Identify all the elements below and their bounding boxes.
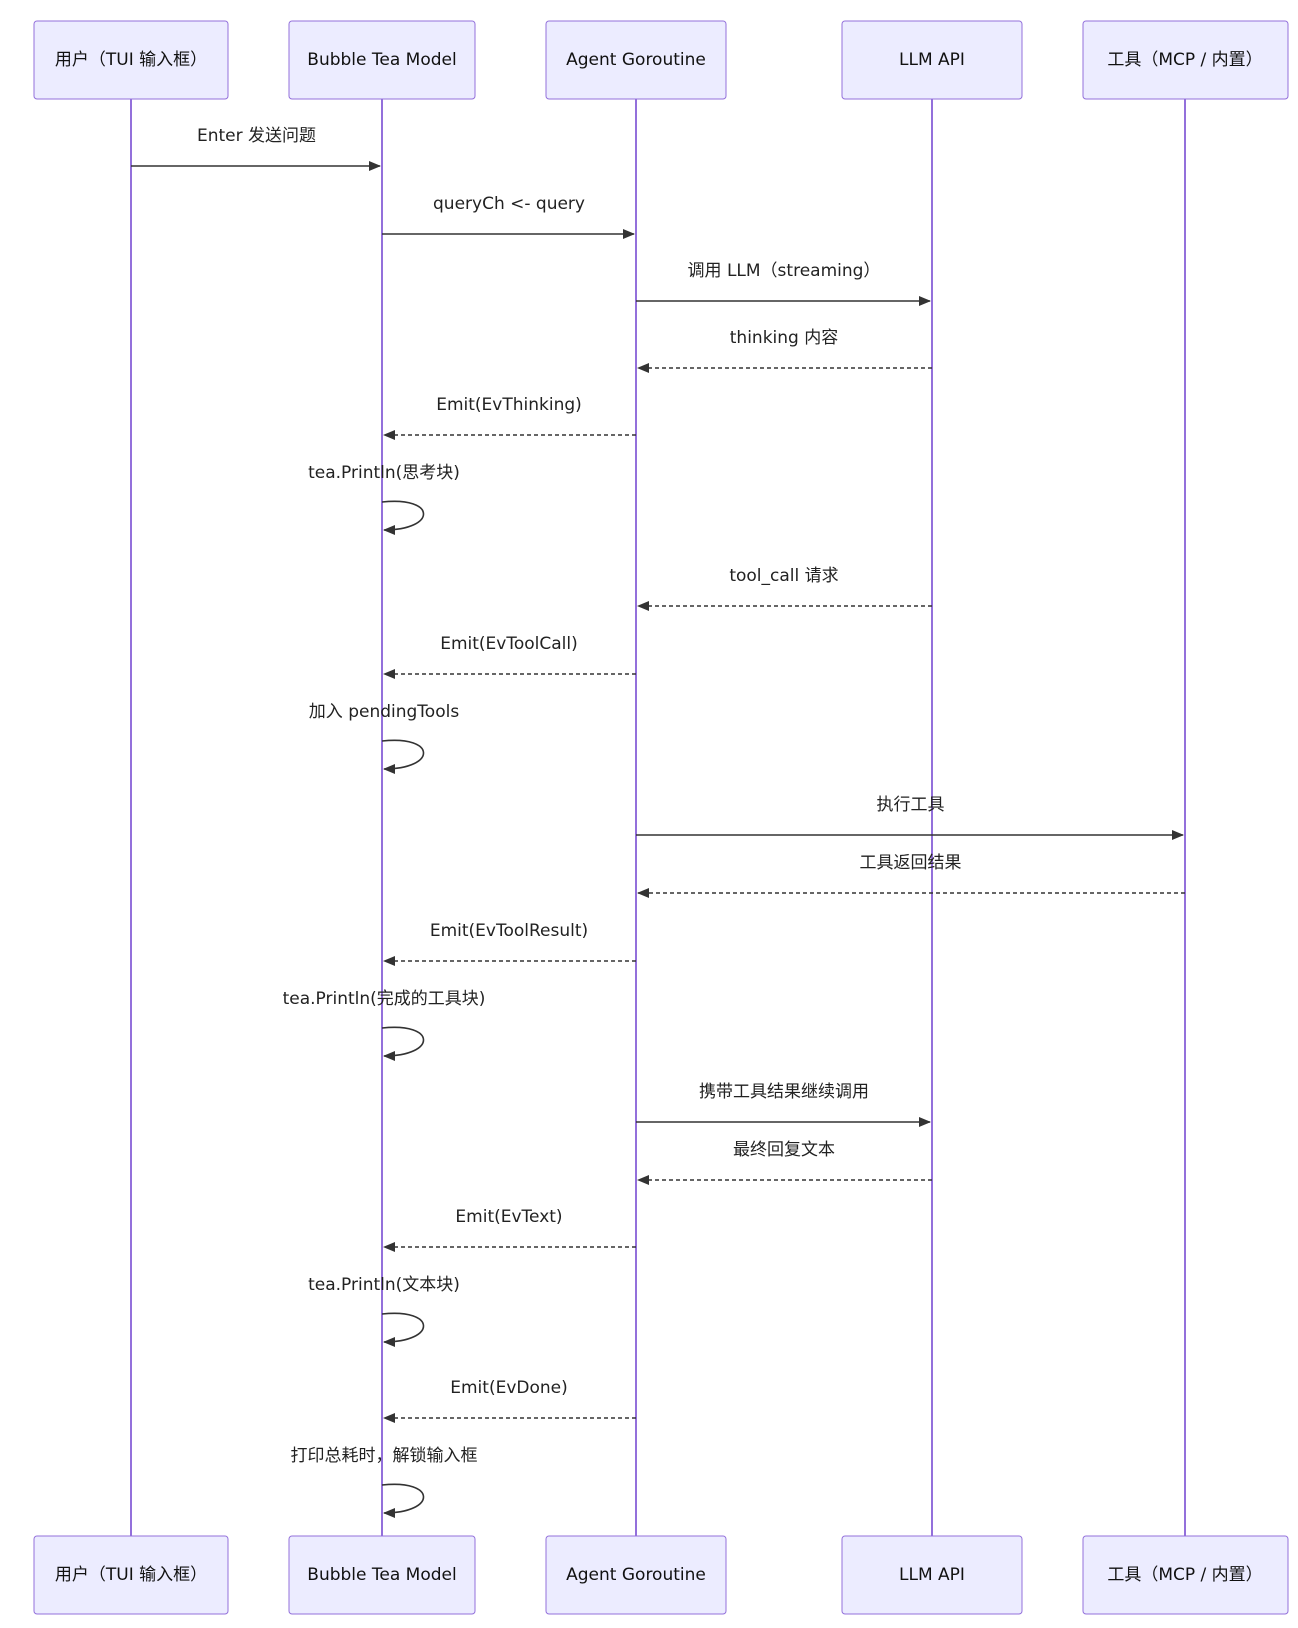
participant-box (1082, 20, 1289, 100)
message-17: tea.Println(文本块) (308, 1275, 460, 1347)
message-label: tea.Println(完成的工具块) (283, 989, 486, 1009)
participant-label: Agent Goroutine (566, 1565, 706, 1585)
participant-user-bottom: 用户（TUI 输入框） (33, 1535, 229, 1615)
participant-tools-bottom: 工具（MCP / 内置） (1082, 1535, 1289, 1615)
message-label: Emit(EvThinking) (436, 395, 582, 415)
participant-llm-bottom: LLM API (841, 1535, 1023, 1615)
message-label: queryCh <- query (433, 194, 585, 214)
message-label: 调用 LLM（streaming） (688, 261, 881, 281)
message-6: tea.Println(思考块) (308, 463, 460, 535)
participant-box (288, 1535, 476, 1615)
message-11: 工具返回结果 (637, 853, 1185, 898)
message-label: tea.Println(思考块) (308, 463, 460, 483)
participant-label: 用户（TUI 输入框） (55, 50, 207, 70)
message-label: 最终回复文本 (733, 1140, 835, 1160)
message-8: Emit(EvToolCall) (383, 634, 636, 679)
message-13: tea.Println(完成的工具块) (283, 989, 486, 1061)
participant-tools-top: 工具（MCP / 内置） (1082, 20, 1289, 100)
participant-agent-top: Agent Goroutine (545, 20, 727, 100)
participant-label: Bubble Tea Model (307, 50, 456, 70)
participant-box (288, 20, 476, 100)
message-18: Emit(EvDone) (383, 1378, 636, 1423)
participant-label: 用户（TUI 输入框） (55, 1565, 207, 1585)
message-4: thinking 内容 (637, 328, 932, 373)
lifelines (130, 99, 1186, 1536)
message-label: Emit(EvToolResult) (430, 921, 588, 941)
self-message-arrow (381, 1312, 425, 1347)
participant-label: 工具（MCP / 内置） (1107, 50, 1262, 70)
message-label: Emit(EvToolCall) (440, 634, 578, 654)
participant-label: LLM API (899, 1565, 965, 1585)
participant-agent-bottom: Agent Goroutine (545, 1535, 727, 1615)
message-19: 打印总耗时，解锁输入框 (291, 1446, 478, 1518)
message-label: 打印总耗时，解锁输入框 (291, 1446, 478, 1466)
message-label: 工具返回结果 (860, 853, 962, 873)
message-label: thinking 内容 (730, 328, 838, 348)
message-label: tea.Println(文本块) (308, 1275, 460, 1295)
participant-box (1082, 1535, 1289, 1615)
participant-box (841, 1535, 1023, 1615)
message-2: queryCh <- query (382, 194, 635, 239)
message-16: Emit(EvText) (383, 1207, 636, 1252)
participant-label: Bubble Tea Model (307, 1565, 456, 1585)
participant-label: 工具（MCP / 内置） (1107, 1565, 1262, 1585)
message-label: 加入 pendingTools (309, 702, 460, 722)
self-message-arrow (381, 739, 425, 774)
message-10: 执行工具 (636, 795, 1184, 840)
message-1: Enter 发送问题 (131, 126, 381, 171)
participant-box (545, 20, 727, 100)
participant-label: LLM API (899, 50, 965, 70)
self-message-arrow (381, 1026, 425, 1061)
participant-box (33, 1535, 229, 1615)
message-12: Emit(EvToolResult) (383, 921, 636, 966)
message-5: Emit(EvThinking) (383, 395, 636, 440)
messages: Enter 发送问题 queryCh <- query 调用 LLM（streami… (131, 126, 1185, 1518)
message-label: 执行工具 (877, 795, 945, 815)
participant-box (841, 20, 1023, 100)
participant-llm-top: LLM API (841, 20, 1023, 100)
message-label: Emit(EvText) (455, 1207, 562, 1227)
message-label: Emit(EvDone) (450, 1378, 567, 1398)
message-label: 携带工具结果继续调用 (699, 1082, 869, 1102)
participant-box (33, 20, 229, 100)
message-3: 调用 LLM（streaming） (636, 261, 931, 306)
message-14: 携带工具结果继续调用 (636, 1082, 931, 1127)
participant-box (545, 1535, 727, 1615)
participant-label: Agent Goroutine (566, 50, 706, 70)
participants: 用户（TUI 输入框）用户（TUI 输入框）Bubble Tea ModelBu… (33, 20, 1289, 1615)
message-label: tool_call 请求 (729, 566, 838, 586)
message-15: 最终回复文本 (637, 1140, 932, 1185)
self-message-arrow (381, 500, 425, 535)
message-label: Enter 发送问题 (197, 126, 316, 146)
participant-user-top: 用户（TUI 输入框） (33, 20, 229, 100)
participant-model-bottom: Bubble Tea Model (288, 1535, 476, 1615)
message-9: 加入 pendingTools (309, 702, 460, 774)
message-7: tool_call 请求 (637, 566, 932, 611)
self-message-arrow (381, 1483, 425, 1518)
participant-model-top: Bubble Tea Model (288, 20, 476, 100)
